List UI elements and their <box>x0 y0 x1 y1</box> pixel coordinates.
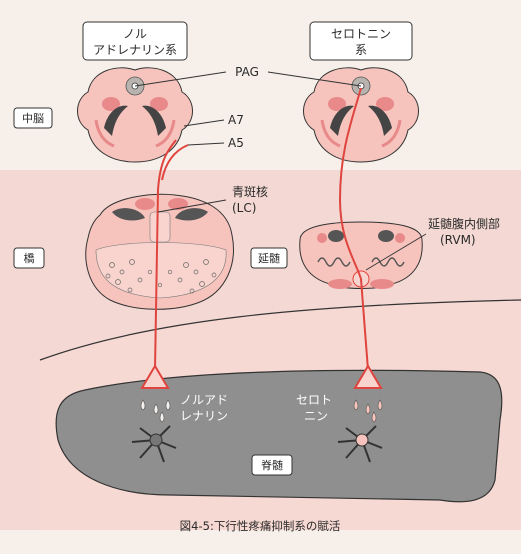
noradrenaline-pathway-branch <box>161 144 189 181</box>
neuron-left-icon <box>131 425 177 463</box>
a7-label: A7 <box>228 113 244 127</box>
noradrenaline-transmitter-line1: ノルアド <box>180 393 228 407</box>
noradrenaline-terminal <box>140 364 170 389</box>
midbrain-label: 中脳 <box>22 112 44 125</box>
pag-pointer-right <box>267 71 362 87</box>
rvm-label-line2: (RVM) <box>440 233 476 247</box>
pons-label-box: 橋 <box>13 247 45 269</box>
medulla-label-box: 延髄 <box>250 247 288 269</box>
midbrain-section-left <box>77 67 193 163</box>
medulla-section <box>299 221 423 289</box>
a5-pointer <box>187 142 225 146</box>
spinal-cord-label: 脊髄 <box>261 458 283 472</box>
neuron-right-icon <box>337 425 383 463</box>
noradrenaline-transmitter-line2: レナリン <box>180 409 228 423</box>
spinal-cord-shape <box>55 369 503 503</box>
serotonin-system-label-line2: 系 <box>355 43 367 57</box>
serotonin-terminal <box>353 364 383 389</box>
serotonin-system-box: セロトニン 系 <box>309 21 413 61</box>
noradrenaline-system-label-line2: アドレナリン系 <box>93 43 177 57</box>
rvm-label-line1: 延髄腹内側部 <box>428 216 500 231</box>
serotonin-pathway <box>338 87 369 371</box>
medulla-label: 延髄 <box>258 251 280 265</box>
lc-pointer <box>157 199 227 213</box>
noradrenaline-droplets <box>140 399 171 423</box>
midbrain-section-right <box>303 67 419 163</box>
serotonin-transmitter-line2: ニン <box>304 409 328 423</box>
lc-label-line2: (LC) <box>232 201 256 215</box>
a7-pointer <box>183 119 225 127</box>
noradrenaline-system-label-line1: ノル <box>123 27 147 41</box>
lc-label-line1: 青斑核 <box>232 185 268 199</box>
noradrenaline-pathway <box>154 139 177 371</box>
pag-pointer-left <box>134 71 227 87</box>
midbrain-label-box: 中脳 <box>13 107 53 129</box>
pons-section <box>85 193 234 310</box>
serotonin-droplets <box>353 399 383 423</box>
serotonin-transmitter-line1: セロト <box>296 393 332 407</box>
figure-caption: 図4-5:下行性疼痛抑制系の賦活 <box>180 519 341 533</box>
pag-label: PAG <box>235 65 259 79</box>
pons-label: 橋 <box>24 251 35 265</box>
noradrenaline-system-box: ノル アドレナリン系 <box>82 21 188 61</box>
serotonin-system-label-line1: セロトニン <box>331 27 391 41</box>
a5-label: A5 <box>228 136 244 150</box>
rvm-pointer <box>365 233 427 271</box>
spinal-cord-label-box: 脊髄 <box>251 454 293 476</box>
